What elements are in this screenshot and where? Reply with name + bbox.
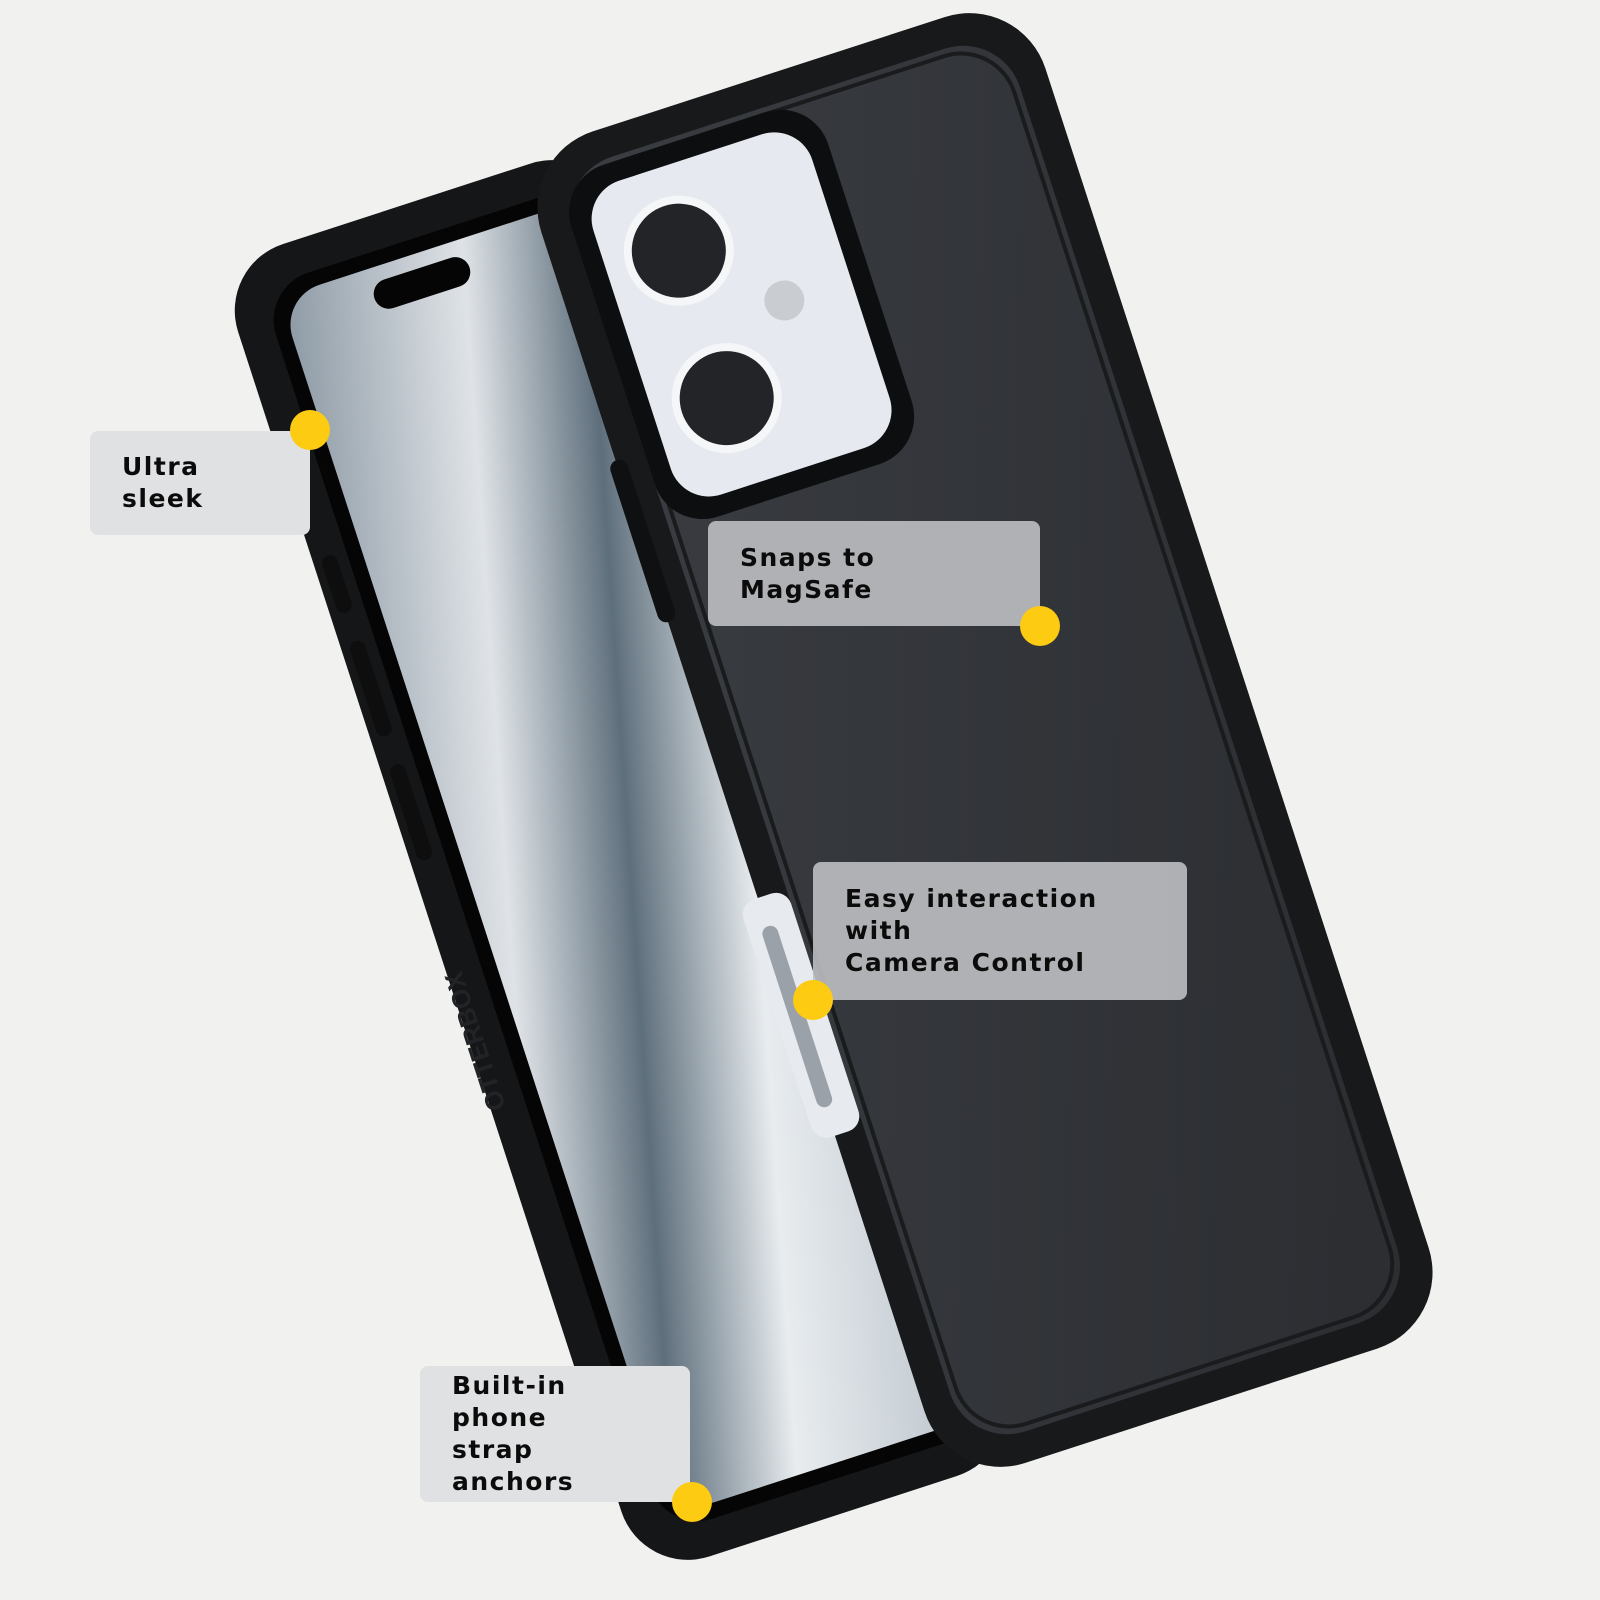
dynamic-island <box>373 257 471 309</box>
callout-text: Snaps to MagSafe <box>740 542 876 604</box>
action-button <box>322 555 352 613</box>
callout-text: Ultra sleek <box>122 452 204 513</box>
callout-text: Camera Control <box>845 948 1086 977</box>
flash-icon <box>764 280 805 321</box>
phone-front-view: OTTERBOX <box>234 160 1006 1560</box>
case-back-view <box>537 13 1433 1467</box>
callout-magsafe: Snaps to MagSafe <box>708 521 1040 626</box>
volume-up-button <box>349 640 392 737</box>
volume-down-button <box>390 764 432 861</box>
hotspot-marker[interactable] <box>793 980 833 1020</box>
camera-lens-icon <box>631 203 726 298</box>
camera-control-button <box>762 925 833 1108</box>
callout-text: Built-in phone <box>452 1371 567 1432</box>
hotspot-marker[interactable] <box>672 1482 712 1522</box>
camera-module <box>569 109 915 520</box>
camera-lens-icon <box>679 351 774 446</box>
callout-camera-control: Easy interaction with Camera Control <box>813 862 1187 1000</box>
callout-text: strap anchors <box>452 1435 575 1496</box>
callout-ultra-sleek: Ultra sleek <box>90 431 310 535</box>
callout-strap-anchors: Built-in phone strap anchors <box>420 1366 690 1502</box>
side-button <box>610 459 676 623</box>
hotspot-marker[interactable] <box>1020 606 1060 646</box>
callout-text: Easy interaction with <box>845 884 1098 945</box>
hotspot-marker[interactable] <box>290 410 330 450</box>
